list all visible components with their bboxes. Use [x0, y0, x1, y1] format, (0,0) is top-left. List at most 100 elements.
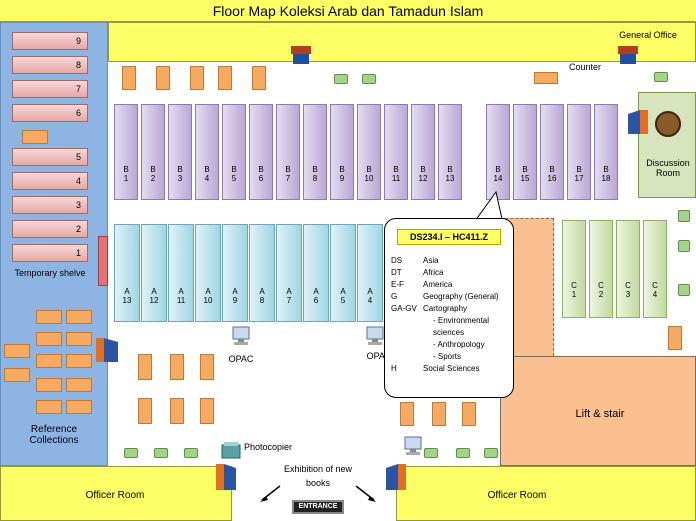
callout-text: Africa	[423, 268, 444, 277]
map-title: Floor Map Koleksi Arab dan Tamadun Islam	[0, 0, 696, 22]
computer-icon	[230, 326, 252, 346]
table	[170, 398, 184, 424]
callout-text: - Environmental sciences	[433, 316, 490, 337]
callout-code: G	[391, 292, 398, 301]
chair	[362, 74, 376, 84]
chair	[678, 210, 690, 222]
table	[138, 398, 152, 424]
counter-desk	[534, 72, 558, 84]
shelf-b: B 4	[195, 104, 219, 200]
door-icon	[384, 462, 408, 492]
table	[462, 402, 476, 426]
shelf-c: C 4	[643, 220, 667, 318]
table	[66, 332, 92, 346]
table	[66, 354, 92, 368]
shelf-divider	[98, 236, 108, 286]
computer-icon	[364, 326, 386, 346]
computer-icon	[402, 436, 424, 456]
callout-row: - Anthropology	[391, 339, 507, 351]
table	[36, 354, 62, 368]
table	[22, 130, 48, 144]
temporary-shelf: 5	[12, 148, 88, 166]
callout-row: - Sports	[391, 351, 507, 363]
callout-text: Asia	[423, 256, 439, 265]
lift-stair-label: Lift & stair	[575, 408, 625, 420]
table	[138, 354, 152, 380]
temporary-shelf: 2	[12, 220, 88, 238]
temporary-shelf: 3	[12, 196, 88, 214]
shelf-b: B 18	[594, 104, 618, 200]
table	[36, 310, 62, 324]
desk-icon	[616, 44, 640, 66]
shelf-a: A 6	[303, 224, 329, 322]
shelf-c: C 2	[589, 220, 613, 318]
temporary-shelf: 1	[12, 244, 88, 262]
general-office-label: General Office	[619, 30, 677, 40]
shelf-b: B 16	[540, 104, 564, 200]
shelf-a: A 5	[330, 224, 356, 322]
officer-room-label: Officer Room	[487, 490, 547, 501]
callout-row: - Environmental sciences	[391, 315, 507, 339]
table	[66, 400, 92, 414]
callout-code: E-F	[391, 280, 404, 289]
table	[122, 66, 136, 90]
shelf-c: C 3	[616, 220, 640, 318]
table	[36, 400, 62, 414]
shelf-a: A 12	[141, 224, 167, 322]
table	[170, 354, 184, 380]
chair	[334, 74, 348, 84]
arrow-icon	[258, 484, 282, 504]
shelf-a: A 4	[357, 224, 383, 322]
discussion-room	[638, 92, 696, 198]
call-number-callout: DS234.I – HC411.Z DS Asia DT Africa E-F Ame…	[384, 218, 514, 398]
table	[400, 402, 414, 426]
chair	[124, 448, 138, 458]
callout-code: DS	[391, 256, 403, 265]
callout-text: America	[423, 280, 453, 289]
table	[36, 332, 62, 346]
table	[156, 66, 170, 90]
callout-text: - Anthropology	[433, 340, 485, 349]
chair	[678, 284, 690, 296]
shelf-c: C 1	[562, 220, 586, 318]
table	[36, 378, 62, 392]
round-table-icon	[654, 110, 682, 138]
shelf-a: A 13	[114, 224, 140, 322]
table	[218, 66, 232, 90]
shelf-a: A 8	[249, 224, 275, 322]
opac-label: OPAC	[228, 354, 254, 364]
temporary-shelf: 6	[12, 104, 88, 122]
shelf-b: B 10	[357, 104, 381, 200]
chair	[456, 448, 470, 458]
callout-text: Social Sciences	[423, 364, 480, 373]
entrance-sign[interactable]: ENTRANCE	[292, 500, 344, 514]
reference-collections-label: Reference Collections	[29, 424, 79, 446]
shelf-a: A 10	[195, 224, 221, 322]
temporary-shelf: 9	[12, 32, 88, 50]
callout-row: DS Asia	[391, 255, 507, 267]
shelf-b: B 1	[114, 104, 138, 200]
table	[668, 326, 682, 350]
shelf-a: A 11	[168, 224, 194, 322]
table	[200, 354, 214, 380]
lift-stair-area	[500, 356, 696, 466]
officer-room-label: Officer Room	[85, 490, 145, 501]
table	[252, 66, 266, 90]
desk-icon	[289, 44, 313, 66]
temporary-shelve-label: Temporary shelve	[14, 268, 86, 278]
chair	[154, 448, 168, 458]
shelf-b: B 15	[513, 104, 537, 200]
door-icon	[214, 462, 238, 492]
shelf-b: B 17	[567, 104, 591, 200]
callout-text: Cartography	[423, 304, 468, 313]
chair	[678, 240, 690, 252]
table	[66, 310, 92, 324]
shelf-b: B 5	[222, 104, 246, 200]
callout-code: DT	[391, 268, 402, 277]
callout-heading: DS234.I – HC411.Z	[397, 229, 501, 245]
shelf-a: A 7	[276, 224, 302, 322]
callout-text: - Sports	[433, 352, 462, 361]
chair	[484, 448, 498, 458]
